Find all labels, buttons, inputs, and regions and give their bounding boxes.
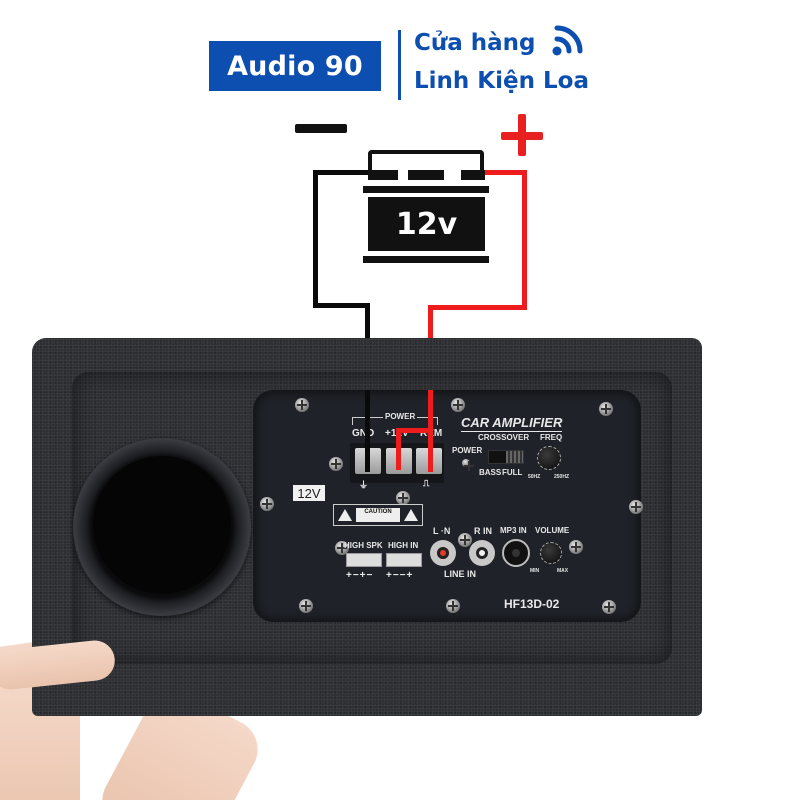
screw-icon (295, 398, 309, 412)
brand-divider (398, 30, 401, 100)
positive-symbol-vertical (518, 114, 526, 156)
screw-icon (599, 402, 613, 416)
ground-symbol-icon: ⏚ (359, 480, 369, 490)
screw-icon (602, 600, 616, 614)
freq-label: FREQ (540, 433, 563, 442)
freq-max-label: 250HZ (554, 474, 570, 480)
battery-handle (368, 150, 484, 178)
battery-label: 12v (368, 197, 485, 251)
mp3-input-jack[interactable] (502, 539, 530, 567)
screw-icon (446, 599, 460, 613)
r-in-label: R IN (474, 526, 492, 536)
jumper-wire (396, 428, 433, 433)
battery-negative-terminal (368, 170, 398, 180)
negative-wire-segment (313, 303, 370, 308)
switch-symbol-icon: ⎍ (423, 478, 430, 488)
amplifier-panel (255, 392, 639, 620)
caution-sticker: CAUTION (333, 504, 423, 526)
bass-port-hole (93, 456, 231, 594)
negative-wire-segment (313, 170, 318, 308)
screw-icon (458, 533, 472, 547)
screw-icon (569, 540, 583, 554)
brand-logo: Audio 90 (209, 41, 381, 91)
screw-icon (329, 457, 343, 471)
screw-icon (396, 491, 410, 505)
rca-left-input[interactable] (430, 540, 456, 566)
negative-wire-end (365, 390, 370, 472)
high-spk-polarity: +−+− (346, 570, 374, 581)
voltage-label: 12V (293, 485, 325, 501)
screw-icon (299, 599, 313, 613)
panel-title: CAR AMPLIFIER (461, 415, 563, 432)
battery-center-cap (408, 170, 444, 180)
caution-label: CAUTION (356, 508, 400, 522)
battery-base (363, 256, 489, 263)
high-spk-connector[interactable] (346, 553, 382, 567)
tagline-line-2: Linh Kiện Loa (414, 68, 589, 94)
terminal-label-gnd: GND (352, 428, 375, 439)
line-in-label: LINE IN (444, 569, 477, 579)
high-in-label: HIGH IN (388, 541, 419, 550)
volume-label: VOLUME (535, 526, 570, 535)
negative-wire (313, 170, 395, 175)
tagline-line-1: Cửa hàng (414, 30, 536, 56)
jumper-wire-down (396, 428, 401, 470)
signal-waves-icon (552, 25, 583, 56)
positive-wire-segment (522, 170, 527, 310)
high-in-polarity: +−−+ (386, 570, 414, 581)
battery-positive-terminal (461, 170, 485, 180)
crossover-switch-handle[interactable] (506, 451, 523, 463)
volume-min-label: MIN (530, 568, 540, 574)
volume-knob[interactable] (540, 542, 562, 564)
model-number: HF13D-02 (504, 597, 560, 611)
high-spk-label: HIGH SPK (344, 541, 383, 550)
power-group-label: POWER (383, 412, 418, 421)
warning-triangle-icon (338, 509, 352, 521)
l-in-label: L ·N (433, 526, 451, 536)
power-led-indicator (462, 459, 470, 471)
screw-icon (629, 500, 643, 514)
positive-wire-segment (428, 305, 527, 310)
rca-right-input[interactable] (469, 540, 495, 566)
freq-min-label: 50HZ (528, 474, 541, 480)
crossover-option-bass: BASS (479, 468, 502, 477)
high-in-connector[interactable] (386, 553, 422, 567)
volume-max-label: MAX (557, 568, 569, 574)
power-led-label: POWER (452, 446, 483, 455)
crossover-option-full: FULL (502, 468, 523, 477)
mp3-in-label: MP3 IN (500, 526, 527, 535)
crossover-label: CROSSOVER (478, 433, 530, 442)
screw-icon (335, 541, 349, 555)
screw-icon (260, 497, 274, 511)
positive-wire (461, 170, 527, 175)
battery-lid (363, 186, 489, 193)
negative-symbol (295, 124, 347, 133)
screw-icon (451, 398, 465, 412)
freq-knob[interactable] (537, 446, 561, 470)
warning-triangle-icon (404, 509, 418, 521)
